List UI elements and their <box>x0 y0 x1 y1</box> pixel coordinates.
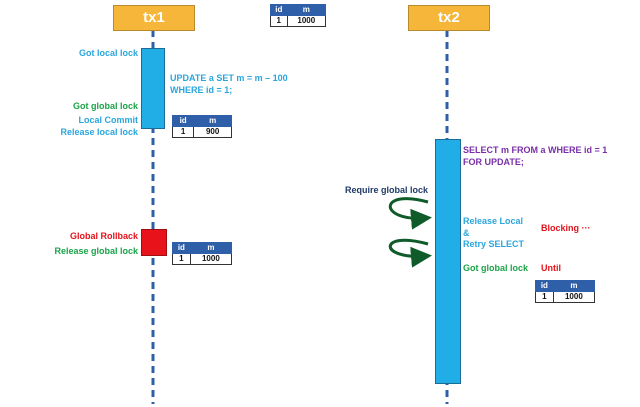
table-header-m: m <box>193 115 232 127</box>
tx1-got-global-lock: Got global lock <box>72 101 138 111</box>
tx2-select-stmt-line1: SELECT m FROM a WHERE id = 1 <box>463 145 608 155</box>
table-header-id: id <box>172 242 191 254</box>
retry-loop-arrow-2 <box>388 238 432 268</box>
table-header-id: id <box>171 115 195 127</box>
tx2-require-global-lock: Require global lock <box>345 185 429 195</box>
table-cell-m: 900 <box>193 126 232 138</box>
tx2-activation-bar <box>435 139 461 384</box>
table-cell-id: 1 <box>535 291 554 303</box>
tx2-blocking: Blocking ··· <box>541 223 591 233</box>
tx1-release-global-lock: Release global lock <box>54 246 138 256</box>
tx1-activation-bar <box>141 48 165 129</box>
table-header-m: m <box>286 4 327 16</box>
table-cell-id: 1 <box>171 126 195 138</box>
tx1-header: tx1 <box>113 5 195 31</box>
table-cell-id: 1 <box>172 253 191 265</box>
table-header-id: id <box>270 4 288 16</box>
tx2-select-stmt-line2: FOR UPDATE; <box>463 157 524 167</box>
table-cell-m: 1000 <box>189 253 233 265</box>
table-header-m: m <box>552 280 596 292</box>
tx1-got-local-lock: Got local lock <box>78 48 138 58</box>
tx1-update-stmt-line2: WHERE id = 1; <box>170 85 233 95</box>
tx2-header: tx2 <box>408 5 490 31</box>
table-after-commit: id m 1 900 <box>171 115 232 138</box>
table-header-id: id <box>535 280 554 292</box>
tx2-retry-select: Retry SELECT <box>463 239 525 249</box>
tx2-ampersand: & <box>463 228 470 238</box>
table-initial: id m 1 1000 <box>270 4 327 27</box>
table-final: id m 1 1000 <box>535 280 596 303</box>
table-cell-id: 1 <box>270 15 288 27</box>
tx1-release-local-lock: Release local lock <box>60 127 138 137</box>
table-cell-m: 1000 <box>552 291 596 303</box>
tx2-release-local: Release Local <box>463 216 524 226</box>
tx1-global-rollback: Global Rollback <box>69 231 138 241</box>
tx1-rollback-box <box>141 229 167 256</box>
table-header-m: m <box>189 242 233 254</box>
tx2-until: Until <box>541 263 561 273</box>
tx1-update-stmt-line1: UPDATE a SET m = m – 100 <box>170 73 288 83</box>
retry-loop-arrow-1 <box>388 197 432 230</box>
tx1-local-commit: Local Commit <box>78 115 138 125</box>
table-after-rollback: id m 1 1000 <box>172 242 233 265</box>
tx2-got-global-lock: Got global lock <box>463 263 529 273</box>
table-cell-m: 1000 <box>286 15 327 27</box>
